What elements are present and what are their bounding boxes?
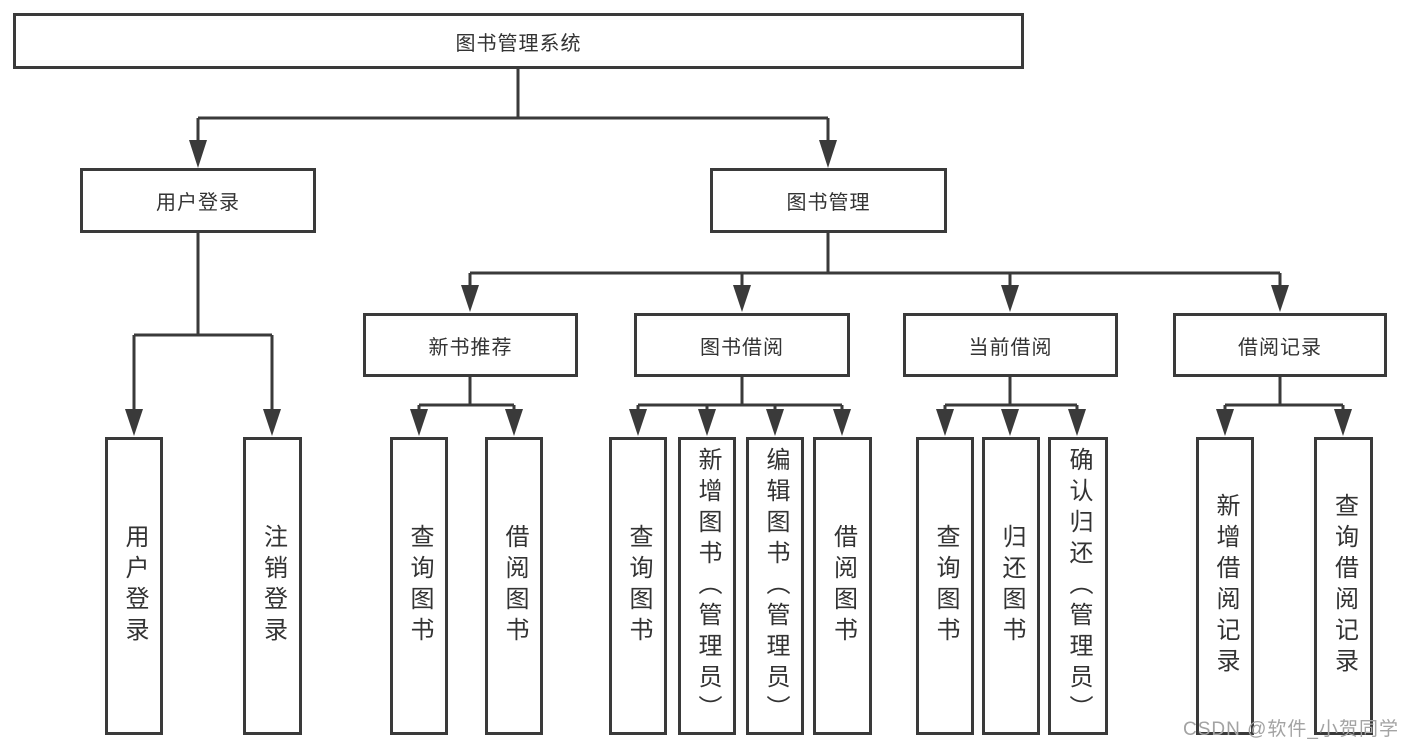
- node-label: 当前借阅: [968, 336, 1053, 359]
- leaf-label: 借阅图书: [501, 524, 528, 648]
- leaf-label: 用户登录: [121, 524, 148, 648]
- leaf-label: 新增借阅记录: [1212, 493, 1239, 679]
- node-borrowing-records: 借阅记录: [1173, 313, 1387, 377]
- leaf-query-borrow-record: 查询借阅记录: [1314, 437, 1373, 735]
- leaf-edit-books-admin: 编辑图书（管理员）: [746, 437, 804, 735]
- csdn-watermark: CSDN @软件_小贺同学: [1183, 719, 1399, 740]
- leaf-label: 借阅图书: [829, 524, 857, 648]
- node-current-borrowing: 当前借阅: [903, 313, 1118, 377]
- leaf-user-login: 用户登录: [105, 437, 163, 735]
- node-label: 图书管理: [786, 192, 871, 214]
- leaf-logout: 注销登录: [243, 437, 302, 735]
- node-new-book-recommend: 新书推荐: [363, 313, 578, 377]
- leaf-borrow-books-recommend: 借阅图书: [485, 437, 543, 735]
- leaf-query-books-borrow: 查询图书: [609, 437, 667, 735]
- node-library-management-system: 图书管理系统: [13, 13, 1024, 69]
- leaf-add-books-admin: 新增图书（管理员）: [678, 437, 736, 735]
- leaf-borrow-books: 借阅图书: [813, 437, 872, 735]
- leaf-return-books: 归还图书: [982, 437, 1040, 735]
- leaf-label: 查询图书: [406, 524, 433, 648]
- node-user-login: 用户登录: [80, 168, 316, 233]
- leaf-confirm-return-admin: 确认归还（管理员）: [1048, 437, 1108, 735]
- leaf-label: 归还图书: [998, 524, 1025, 648]
- leaf-query-books-recommend: 查询图书: [390, 437, 448, 735]
- leaf-label: 注销登录: [259, 524, 287, 648]
- leaf-label: 新增图书（管理员）: [694, 446, 721, 726]
- leaf-add-borrow-record: 新增借阅记录: [1196, 437, 1254, 735]
- node-book-management: 图书管理: [710, 168, 947, 233]
- node-label: 用户登录: [156, 192, 240, 214]
- node-label: 图书管理系统: [455, 32, 582, 55]
- node-label: 新书推荐: [428, 336, 513, 359]
- leaf-label: 查询图书: [625, 524, 652, 648]
- leaf-label: 查询图书: [932, 524, 959, 648]
- node-book-borrowing: 图书借阅: [634, 313, 850, 377]
- node-label: 图书借阅: [700, 336, 784, 359]
- node-label: 借阅记录: [1238, 336, 1322, 359]
- leaf-label: 编辑图书（管理员）: [762, 446, 789, 726]
- leaf-label: 确认归还（管理员）: [1065, 446, 1092, 726]
- leaf-label: 查询借阅记录: [1330, 493, 1358, 679]
- leaf-query-books-current: 查询图书: [916, 437, 974, 735]
